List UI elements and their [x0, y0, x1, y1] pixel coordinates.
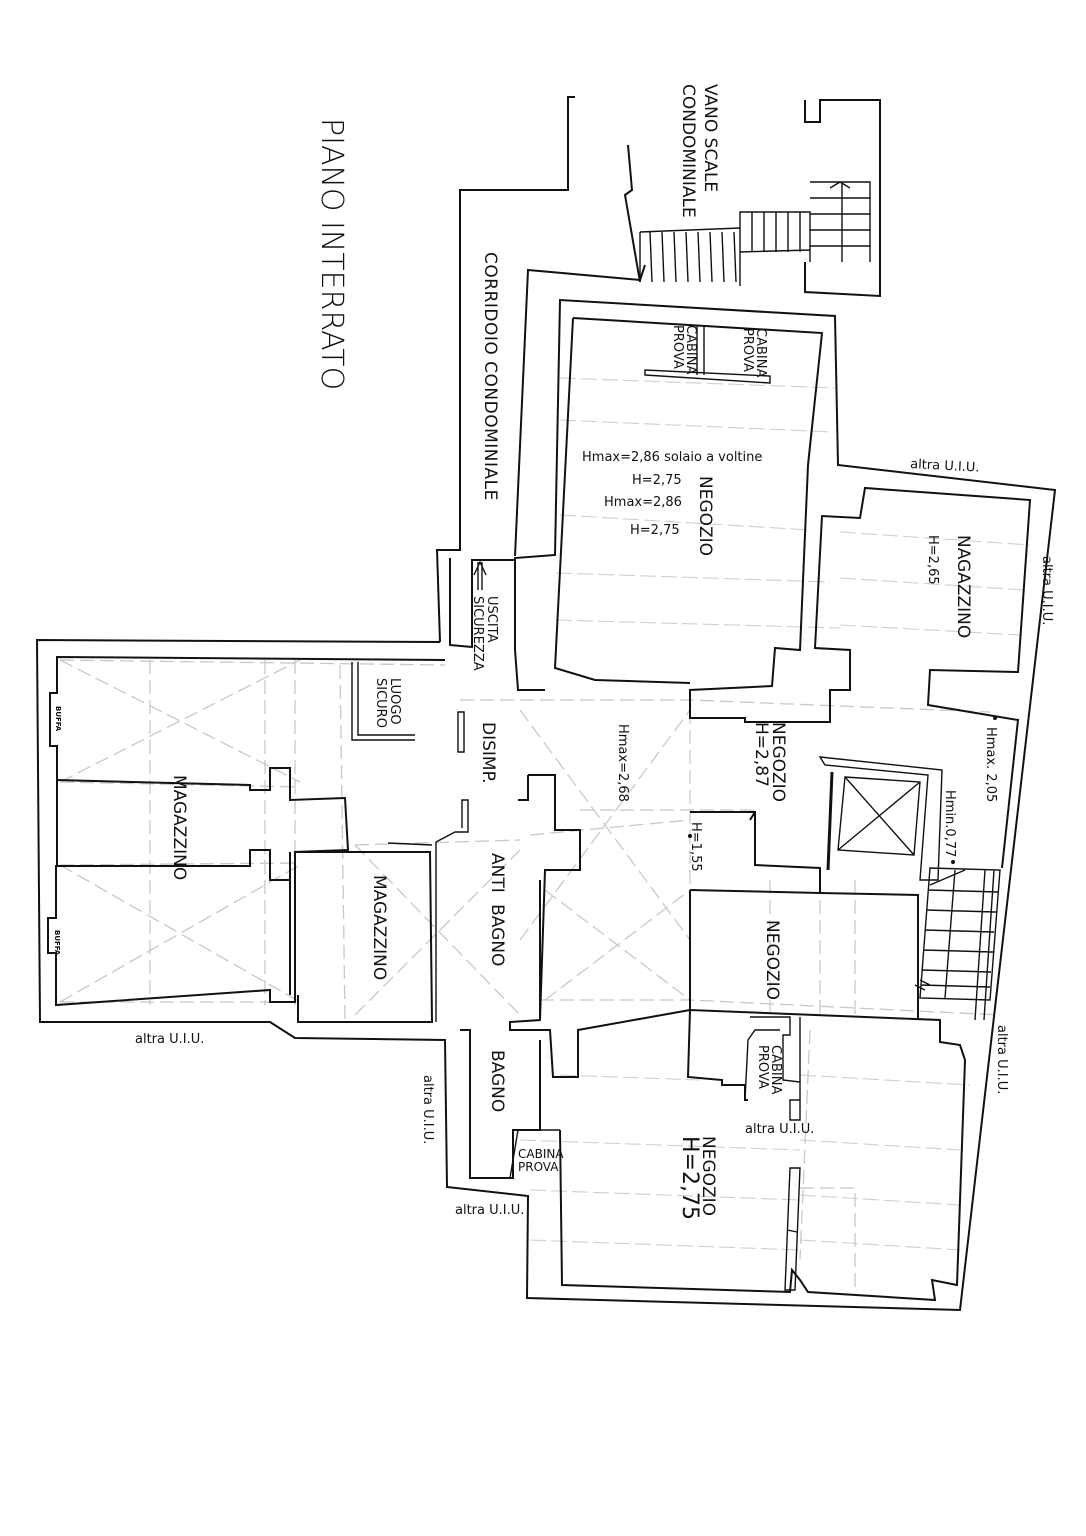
- cabina-prova-label: PROVA: [755, 1045, 770, 1089]
- altra-uiu-label: altra U.I.U.: [135, 1032, 204, 1047]
- disimpegno-label: DISIMP.: [478, 722, 498, 784]
- cabina-prova-label: CABINA: [518, 1147, 564, 1161]
- beam-lines: [59, 377, 1031, 1290]
- cabina-prova-label: PROVA: [670, 325, 685, 369]
- height-note: Hmax=2,86: [604, 495, 682, 510]
- cabina-prova-label: PROVA: [518, 1160, 559, 1174]
- uscita-sicurezza-label: USCITA: [484, 596, 499, 643]
- walls: [35, 96, 1057, 1312]
- height-note: Hmin.0,77: [942, 790, 957, 857]
- buffa-label: BUFFA: [54, 706, 62, 732]
- luogo-sicuro-label: LUOGO: [387, 678, 402, 725]
- altra-uiu-label: altra U.I.U.: [455, 1203, 524, 1218]
- height-note: H=2,75: [630, 523, 680, 538]
- altra-uiu-label: altra U.I.U.: [910, 457, 980, 476]
- altra-uiu-label: altra U.I.U.: [420, 1075, 435, 1144]
- uscita-sicurezza-label: SICUREZZA: [470, 596, 485, 671]
- cabina-prova-label: CABINA: [768, 1045, 783, 1094]
- vano-scale-label: VANO SCALE: [700, 84, 720, 192]
- height-note: Hmax=2,86 solaio a voltine: [582, 450, 762, 465]
- bagno-label: BAGNO: [487, 1050, 507, 1112]
- altra-uiu-label: altra U.I.U.: [1039, 556, 1054, 625]
- magazzino-label: NAGAZZINO: [953, 535, 973, 638]
- magazzino-label: MAGAZZINO: [369, 875, 389, 980]
- negozio-label: NEGOZIO: [695, 476, 715, 556]
- anti-bagno-label: ANTI BAGNO: [487, 853, 507, 966]
- vano-scale-label-2: CONDOMINIALE: [678, 84, 698, 218]
- height-note: H=2,75: [677, 1136, 702, 1220]
- altra-uiu-label: altra U.I.U.: [745, 1122, 814, 1137]
- height-note: Hmax=2,68: [615, 724, 630, 802]
- cabina-prova-label: CABINA: [753, 328, 768, 377]
- negozio-label: NEGOZIO: [698, 1136, 718, 1216]
- negozio-label: NEGOZIO: [762, 920, 782, 1000]
- height-note: H=1,55: [688, 822, 703, 872]
- labels: PIANO INTERRATO VANO SCALE CONDOMINIALE …: [53, 84, 1054, 1220]
- buffa-label: BUFFA: [53, 930, 61, 956]
- height-note: H=2,75: [632, 473, 682, 488]
- corridoio-label: CORRIDOIO CONDOMINIALE: [480, 252, 500, 501]
- height-note: H=2,65: [925, 535, 940, 585]
- luogo-sicuro-label: SICURO: [373, 678, 388, 728]
- plan-title: PIANO INTERRATO: [314, 118, 349, 390]
- height-note: H=2,87: [751, 722, 771, 787]
- negozio-label: NEGOZIO: [768, 722, 788, 802]
- cabina-prova-label: CABINA: [683, 325, 698, 374]
- altra-uiu-label: altra U.I.U.: [994, 1025, 1009, 1094]
- magazzino-label: MAGAZZINO: [169, 775, 189, 880]
- height-note: Hmax. 2,05: [983, 727, 998, 802]
- cabina-prova-label: PROVA: [740, 328, 755, 372]
